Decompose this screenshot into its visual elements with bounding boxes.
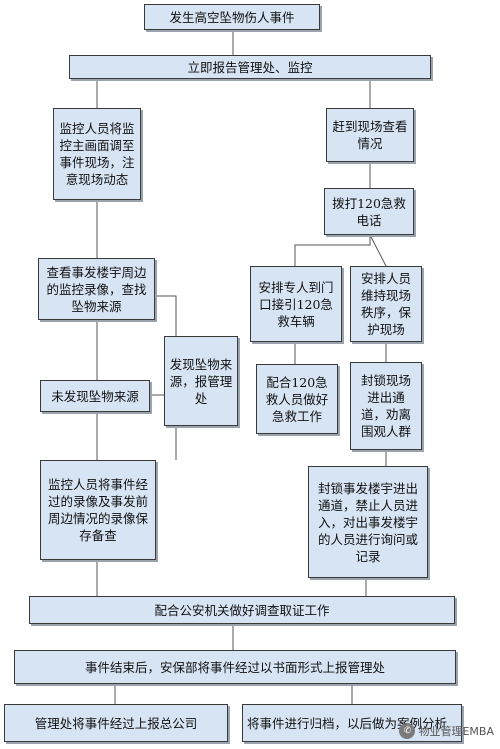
connector-call-order [369, 234, 387, 267]
assist-120-box: 配合120急救人员做好急救工作 [256, 364, 338, 434]
found-source-text: 发现坠物来源，报管理处 [169, 356, 233, 406]
go-scene-text: 赶到现场查看情况 [332, 119, 408, 151]
maintain-order-box: 安排人员维持现场秩序，保护现场 [350, 266, 422, 342]
wechat-icon: ✆ [399, 723, 416, 739]
report-text: 立即报告管理处、监控 [187, 59, 313, 75]
guide-ambulance-box: 安排专人到门口接引120急救车辆 [250, 266, 342, 342]
seal-scene-text: 封锁现场进出通道，劝离围观人群 [360, 373, 411, 439]
save-video-box: 监控人员将事件经过的录像及事发前周边情况的录像保存备查 [40, 460, 156, 560]
seal-building-text: 封锁事发楼宇进出通道，禁止人员进入，对出事发楼宇的人员进行询问或记录 [317, 480, 418, 564]
title-box: 发生高空坠物伤人事件 [144, 4, 320, 30]
found-source-box: 发现坠物来源，报管理处 [164, 336, 238, 426]
not-found-text: 未发现坠物来源 [51, 388, 139, 404]
title-text: 发生高空坠物伤人事件 [169, 9, 295, 25]
report-box: 立即报告管理处、监控 [69, 55, 431, 79]
check-video-text: 查看事发楼宇周边的监控录像，查找坠物来源 [46, 264, 147, 314]
assist-120-text: 配合120急救人员做好急救工作 [265, 374, 329, 424]
report-company-text: 管理处将事件经过上报总公司 [34, 715, 198, 731]
call-120-box: 拨打120急救电话 [324, 188, 414, 235]
call-120-text: 拨打120急救电话 [332, 195, 406, 228]
watermark-text: 物业管理EMBA [418, 725, 494, 738]
maintain-order-text: 安排人员维持现场秩序，保护现场 [360, 271, 411, 337]
not-found-box: 未发现坠物来源 [40, 380, 150, 412]
after-event-box: 事件结束后，安保部将事件经过以书面形式上报管理处 [14, 650, 456, 684]
archive-text: 将事件进行归档，以后做为案例分析 [247, 715, 448, 731]
go-scene-box: 赶到现场查看情况 [326, 108, 414, 162]
connector-call-guide [294, 235, 371, 266]
after-event-text: 事件结束后，安保部将事件经过以书面形式上报管理处 [84, 659, 385, 675]
monitor-box: 监控人员将监控主画面调至事件现场，注意现场动态 [53, 108, 141, 200]
cooperate-police-box: 配合公安机关做好调查取证工作 [29, 596, 455, 624]
seal-scene-box: 封锁现场进出通道，劝离围观人群 [350, 362, 422, 450]
check-video-box: 查看事发楼宇周边的监控录像，查找坠物来源 [38, 258, 155, 320]
archive-box: 将事件进行归档，以后做为案例分析 [242, 704, 462, 742]
seal-building-box: 封锁事发楼宇进出通道，禁止人员进入，对出事发楼宇的人员进行询问或记录 [308, 466, 428, 578]
cooperate-police-text: 配合公安机关做好调查取证工作 [154, 602, 330, 618]
report-company-box: 管理处将事件经过上报总公司 [4, 704, 228, 742]
monitor-text: 监控人员将监控主画面调至事件现场，注意现场动态 [59, 121, 135, 187]
watermark: ✆ 物业管理EMBA [399, 723, 494, 739]
connector-check-found [155, 295, 177, 336]
guide-ambulance-text: 安排专人到门口接引120急救车辆 [258, 279, 334, 329]
save-video-text: 监控人员将事件经过的录像及事发前周边情况的录像保存备查 [47, 477, 148, 543]
